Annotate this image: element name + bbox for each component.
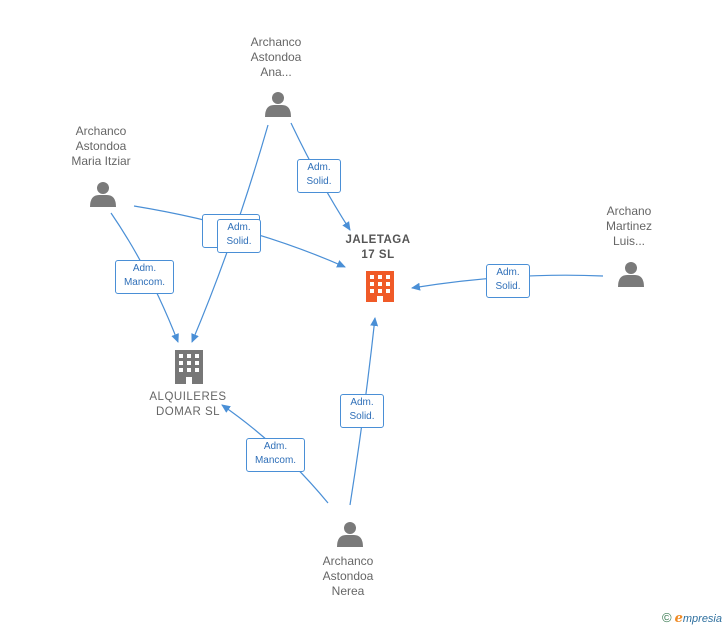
edge-label-ana-jaletaga: Adm. Solid. bbox=[297, 159, 341, 193]
brand-logo[interactable]: ©empresia bbox=[662, 610, 722, 626]
building-icon-jaletaga[interactable] bbox=[366, 271, 394, 302]
company-label-alquileres[interactable]: ALQUILERES DOMAR SL bbox=[149, 391, 227, 418]
brand-initial: e bbox=[674, 611, 683, 626]
person-label-ana[interactable]: Archanco Astondoa Ana... bbox=[250, 35, 302, 79]
edge-label-luis-jaletaga: Adm. Solid. bbox=[486, 264, 530, 298]
person-label-itziar[interactable]: Archanco Astondoa Maria Itziar bbox=[71, 124, 131, 168]
person-label-nerea[interactable]: Archanco Astondoa Nerea bbox=[322, 554, 374, 598]
person-label-luis[interactable]: Archano Martinez Luis... bbox=[605, 204, 652, 248]
person-icon-luis[interactable] bbox=[618, 262, 644, 287]
edge-label-itziar-alquileres: Adm. Mancom. bbox=[115, 260, 174, 294]
edge-label-ana-alquileres: Adm. Solid. bbox=[217, 219, 261, 253]
person-icon-ana[interactable] bbox=[265, 92, 291, 117]
company-label-jaletaga[interactable]: JALETAGA 17 SL bbox=[345, 234, 411, 261]
edge-label-nerea-jaletaga: Adm. Solid. bbox=[340, 394, 384, 428]
edge-label-nerea-alquileres: Adm. Mancom. bbox=[246, 438, 305, 472]
person-icon-itziar[interactable] bbox=[90, 182, 116, 207]
building-icon-alquileres[interactable] bbox=[175, 350, 203, 384]
copyright-icon: © bbox=[662, 610, 672, 625]
brand-name: mpresia bbox=[682, 613, 722, 625]
person-icon-nerea[interactable] bbox=[337, 522, 363, 547]
